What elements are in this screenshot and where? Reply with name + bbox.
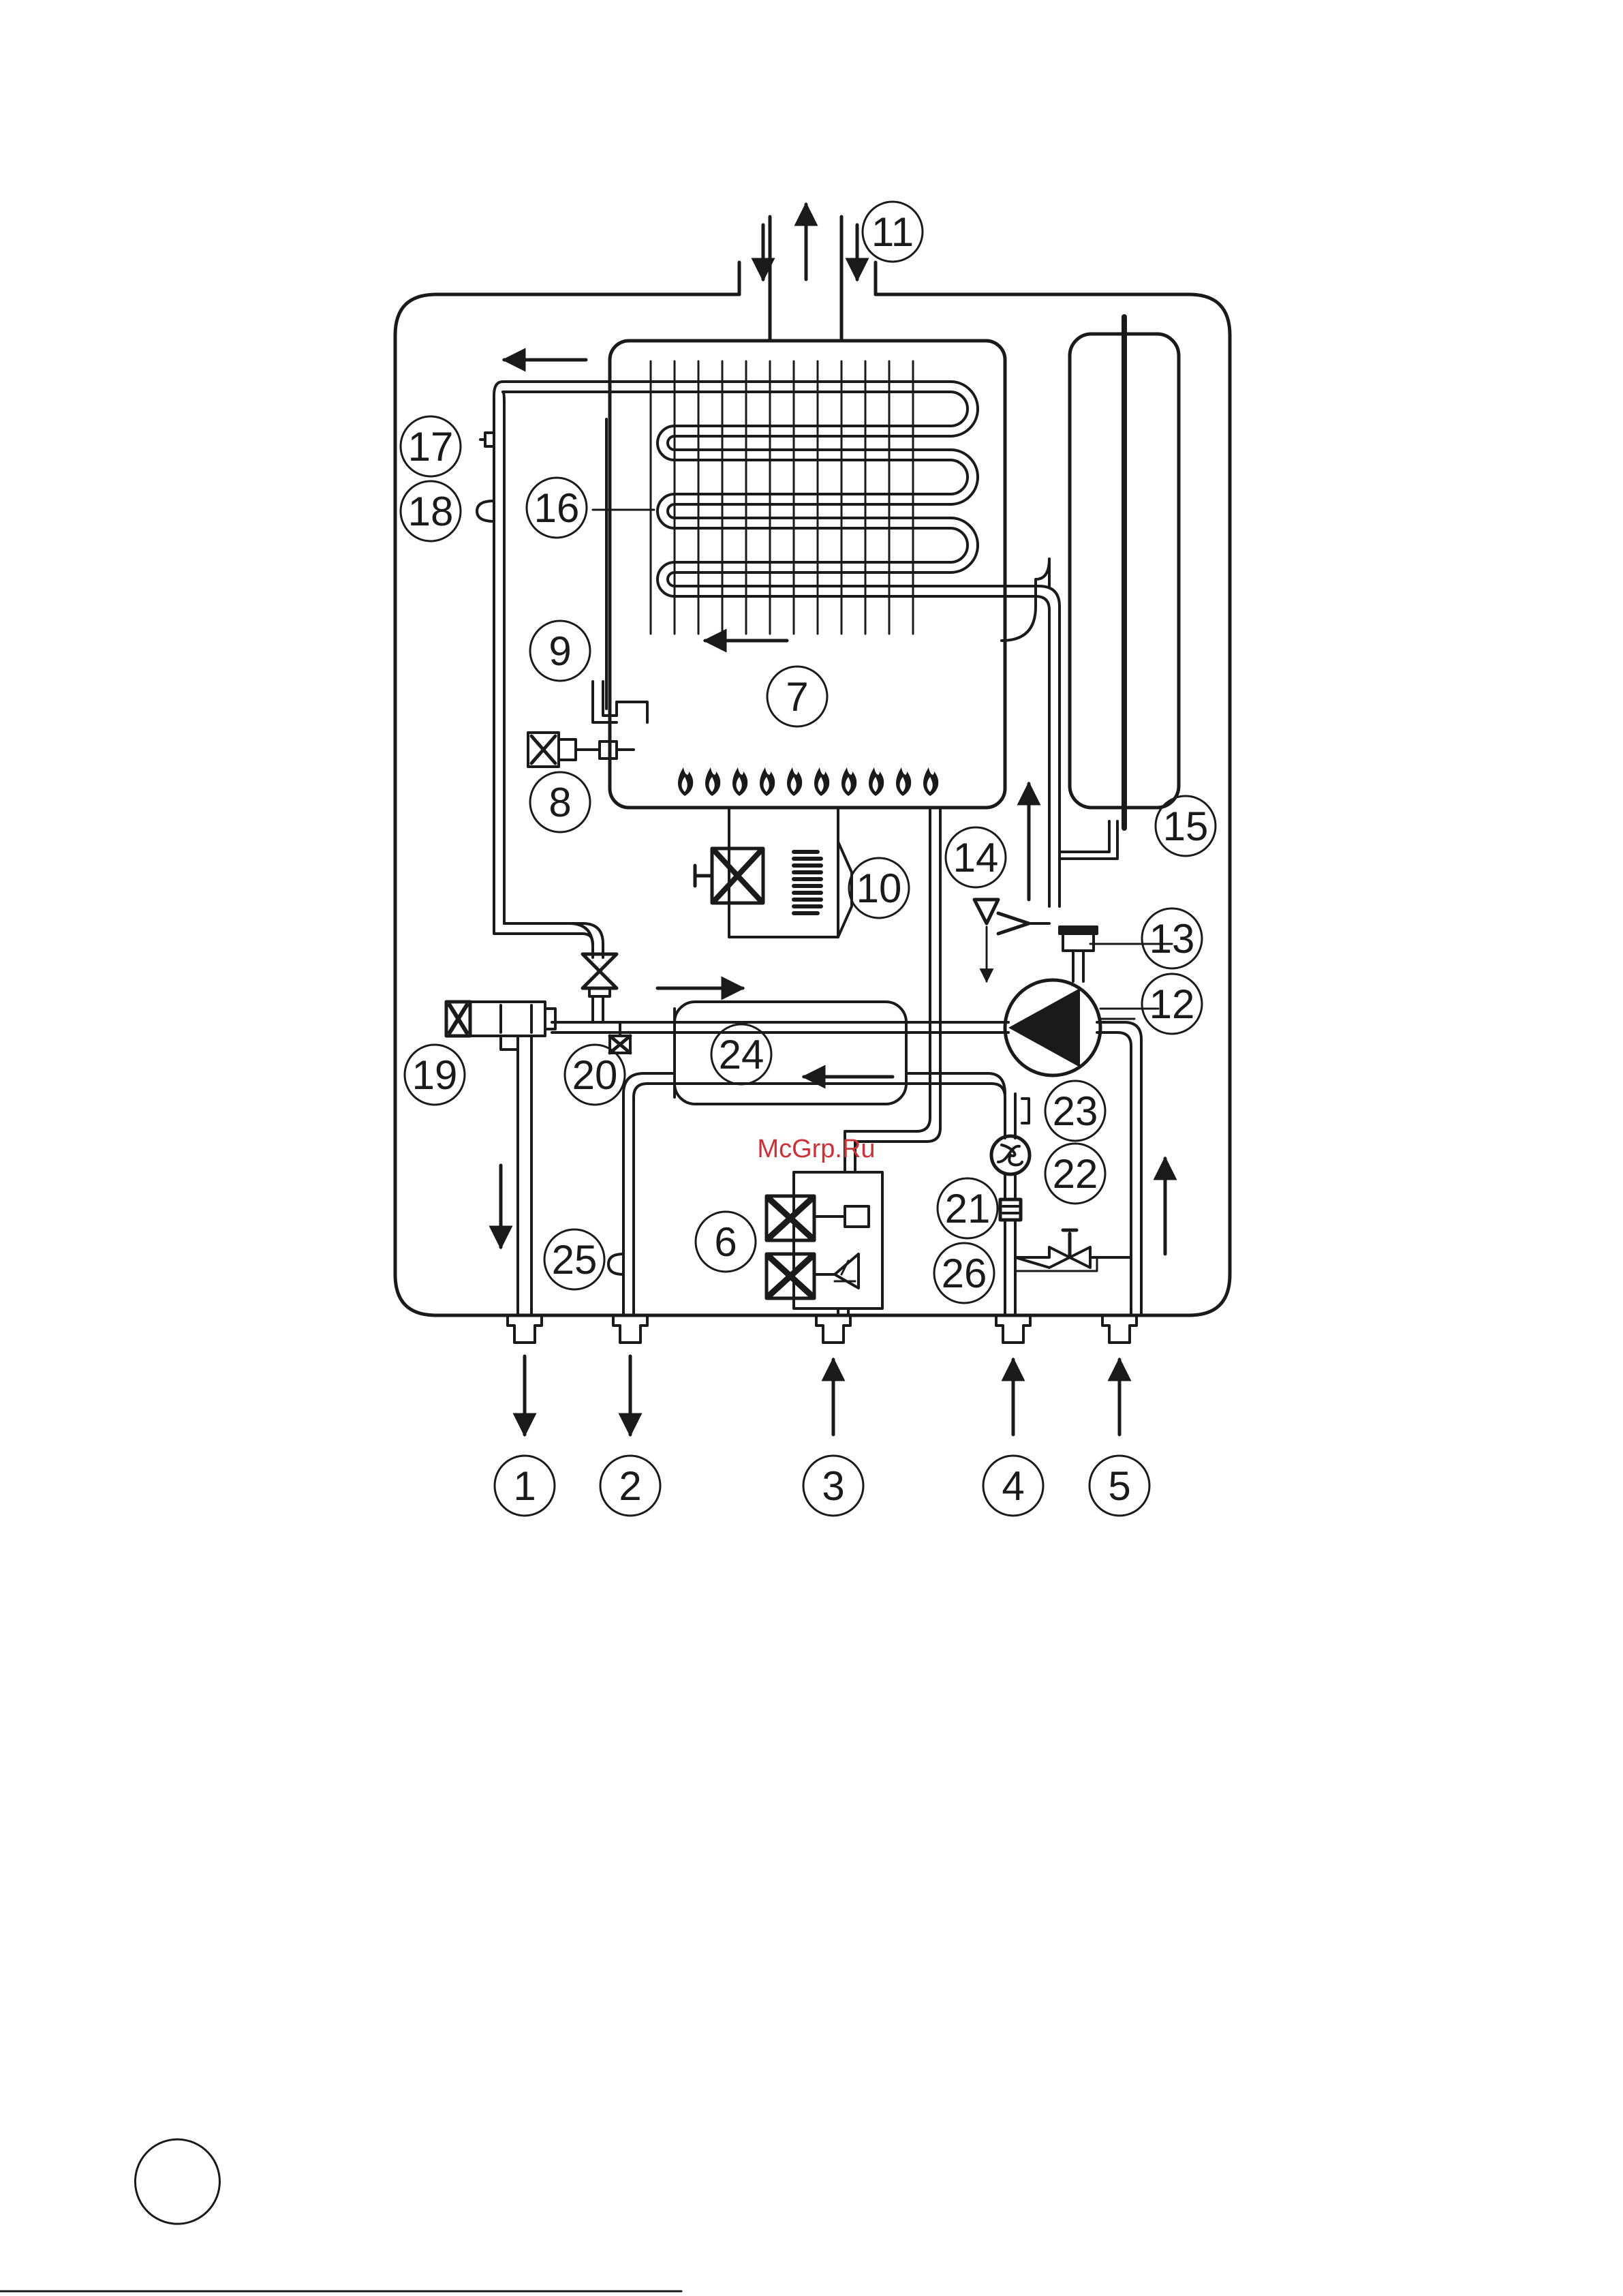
- callout-2: 2: [619, 1463, 641, 1509]
- callout-14: 14: [953, 835, 999, 881]
- main-gas-valve: [767, 1172, 882, 1315]
- callout-26: 26: [942, 1251, 987, 1296]
- callout-22: 22: [1053, 1151, 1098, 1197]
- callout-5: 5: [1108, 1463, 1130, 1509]
- callout-25: 25: [552, 1237, 598, 1283]
- callout-15: 15: [1163, 803, 1209, 849]
- flow-sensor: [991, 1136, 1030, 1174]
- callout-4: 4: [1002, 1463, 1024, 1509]
- callout-19: 19: [412, 1052, 458, 1098]
- callout-16: 16: [534, 485, 580, 531]
- callout-17: 17: [408, 424, 454, 470]
- sensor-25: [608, 1254, 623, 1274]
- callout-7: 7: [786, 674, 808, 720]
- bypass-valve: [583, 954, 617, 1022]
- callout-3: 3: [822, 1463, 844, 1509]
- sensor-17: [480, 433, 494, 446]
- callout-9: 9: [548, 628, 571, 674]
- callout-23: 23: [1053, 1088, 1098, 1134]
- callout-24: 24: [719, 1032, 764, 1077]
- flue-pipe: [739, 204, 876, 341]
- callout-10: 10: [856, 866, 902, 911]
- pressure-sensor: [610, 1022, 630, 1053]
- circulation-pump: [1005, 980, 1134, 1075]
- water-filter: [1000, 1174, 1021, 1315]
- callout-18: 18: [408, 489, 454, 534]
- callout-20: 20: [572, 1052, 618, 1098]
- filling-valve: [1015, 1230, 1131, 1271]
- callout-13: 13: [1149, 916, 1195, 962]
- plate-heat-exchanger: [675, 1002, 906, 1104]
- callout-12: 12: [1149, 981, 1195, 1027]
- bottom-connectors: [508, 1315, 1137, 1343]
- callout-11: 11: [871, 209, 914, 255]
- callout-21: 21: [945, 1186, 991, 1231]
- callout-1: 1: [513, 1463, 536, 1509]
- bottom-flow-arrows: [525, 1356, 1119, 1435]
- watermark: McGrp.Ru: [757, 1135, 875, 1163]
- combustion-fan: [695, 808, 852, 937]
- callout-6: 6: [714, 1219, 737, 1265]
- gas-valve: [528, 733, 634, 767]
- burner-flames: [678, 767, 938, 796]
- sensor-18: [477, 501, 494, 521]
- page-number-circle: [135, 2139, 219, 2224]
- bypass-pipe: [504, 923, 593, 947]
- outlet-pipes-left: [501, 1036, 531, 1315]
- ignition-electrode: [593, 419, 647, 722]
- heat-exchanger-fins: [651, 361, 913, 634]
- air-vent: [1060, 927, 1121, 981]
- callout-8: 8: [548, 780, 571, 825]
- temperature-sensor-23: [1022, 1099, 1029, 1123]
- diverter-valve: [446, 1002, 555, 1036]
- safety-valve: [974, 900, 1049, 981]
